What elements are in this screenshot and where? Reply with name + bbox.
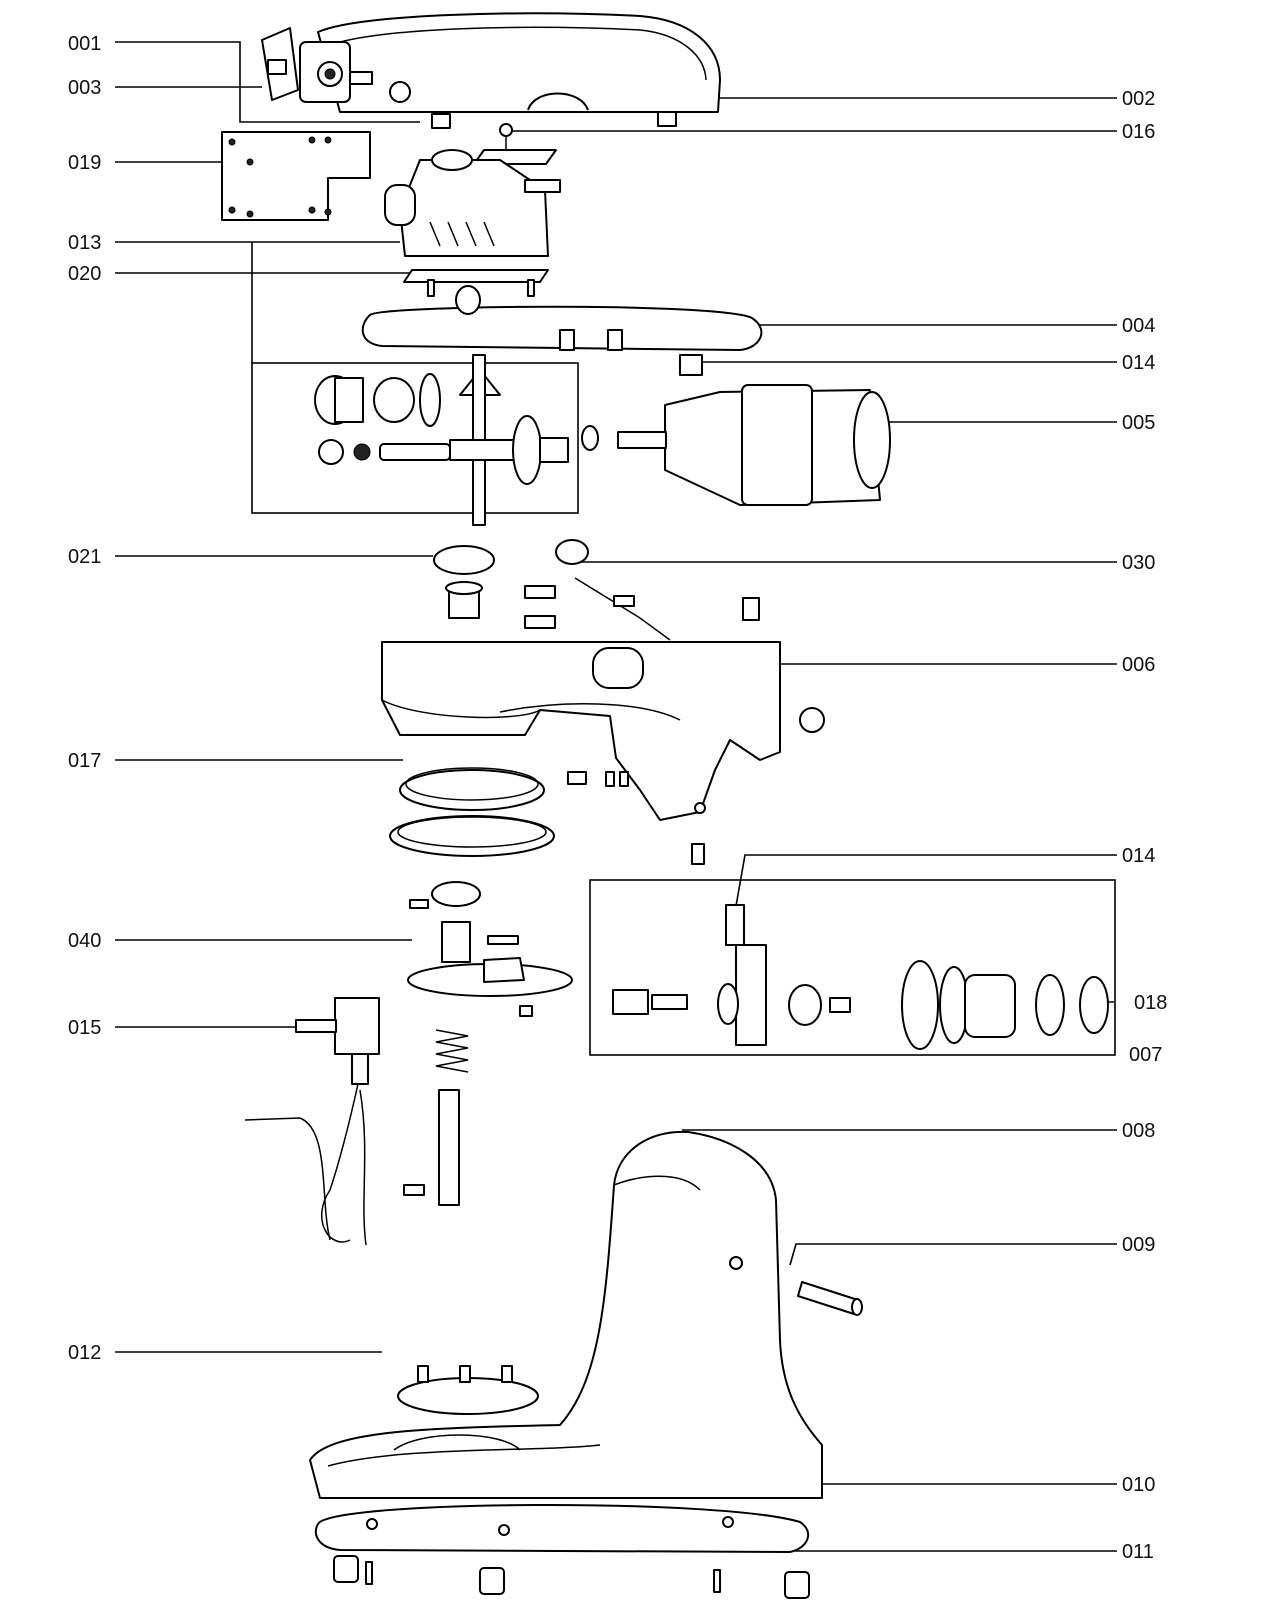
part-planetary-assembly: [403, 881, 573, 1206]
label-012: 012: [68, 1342, 101, 1364]
part-small-plate: [473, 123, 557, 165]
label-004: 004: [1122, 315, 1155, 337]
part-base-plate: [314, 1503, 810, 1553]
part-beater-shaft-assembly: [612, 904, 1109, 1050]
part-bearing: [524, 539, 671, 641]
label-009: 009: [1122, 1234, 1155, 1256]
part-bowl-clamp-plate: [397, 1365, 539, 1415]
label-011: 011: [1122, 1541, 1154, 1563]
part-mount-plate: [403, 269, 549, 297]
label-006: 006: [1122, 654, 1155, 676]
label-003: 003: [68, 77, 101, 99]
gearbox-group-box: [251, 362, 579, 514]
label-020: 020: [68, 263, 101, 285]
part-top-cover: [299, 12, 721, 129]
label-040: 040: [68, 930, 101, 952]
part-motor: [581, 354, 891, 506]
label-018: 018: [1134, 992, 1167, 1014]
label-005: 005: [1122, 412, 1155, 434]
label-030: 030: [1122, 552, 1155, 574]
label-007: 007: [1129, 1044, 1162, 1066]
leader-001: [115, 41, 420, 123]
part-speed-lever: [261, 27, 299, 101]
part-labels: 001 003 019 013 020 021 017 040 015 012 …: [68, 33, 1167, 1563]
part-control-unit: [384, 149, 561, 257]
label-015: 015: [68, 1017, 101, 1039]
label-016: 016: [1122, 121, 1155, 143]
label-017: 017: [68, 750, 101, 772]
part-ring-gear: [389, 767, 705, 865]
label-013: 013: [68, 232, 101, 254]
part-gear-housing-cover: [361, 285, 763, 351]
label-010: 010: [1122, 1474, 1155, 1496]
part-circuit-board: [221, 131, 371, 221]
label-002: 002: [1122, 88, 1155, 110]
part-power-cord: [244, 997, 380, 1246]
label-014a: 014: [1122, 352, 1155, 374]
label-008: 008: [1122, 1120, 1155, 1142]
part-drive-gear: [433, 545, 495, 619]
label-014b: 014: [1122, 845, 1155, 867]
leader-009: [789, 1243, 1117, 1266]
label-019: 019: [68, 152, 101, 174]
part-gearbox-internals: [314, 354, 569, 526]
part-hinge-pin: [797, 1281, 863, 1316]
part-stand: [309, 1130, 823, 1499]
planetary-group-box: [589, 879, 1116, 1056]
label-021: 021: [68, 546, 101, 568]
part-gear-housing: [381, 595, 825, 821]
leader-014b: [729, 854, 1117, 941]
part-rubber-feet: [333, 1555, 810, 1599]
label-001: 001: [68, 33, 101, 55]
